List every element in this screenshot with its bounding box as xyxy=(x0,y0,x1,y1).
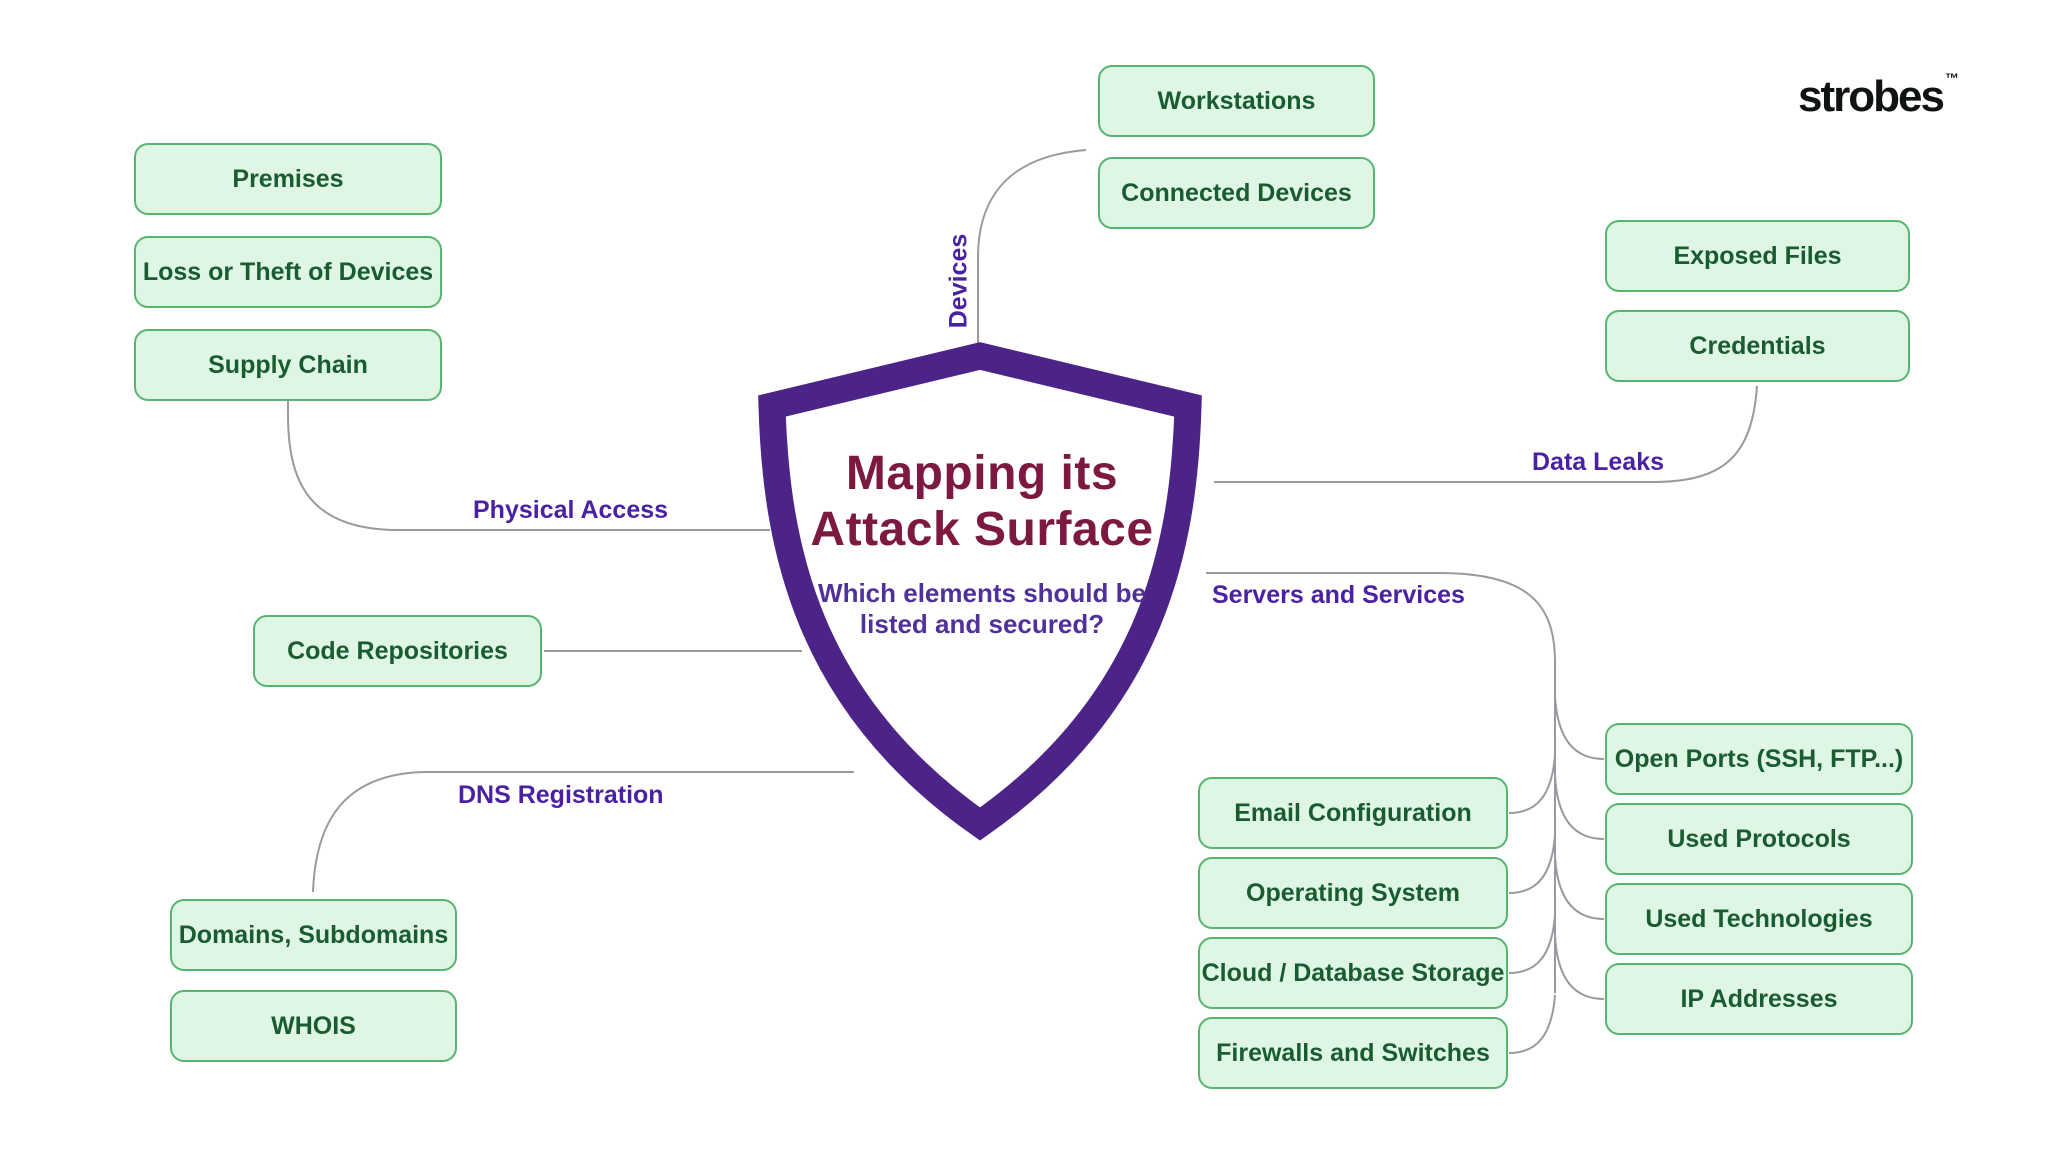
node-premises: Premises xyxy=(134,143,442,215)
node-firewalls-and-switches: Firewalls and Switches xyxy=(1198,1017,1508,1089)
connector-dns-registration xyxy=(312,771,854,893)
node-credentials: Credentials xyxy=(1605,310,1910,382)
branch-label-dns-registration: DNS Registration xyxy=(458,781,664,809)
node-used-protocols: Used Protocols xyxy=(1605,803,1913,875)
node-operating-system: Operating System xyxy=(1198,857,1508,929)
logo-text: strobes xyxy=(1798,72,1945,121)
connector-used-technologies xyxy=(1554,854,1605,920)
branch-label-servers-and-services: Servers and Services xyxy=(1212,581,1465,609)
node-domains-subdomains: Domains, Subdomains xyxy=(170,899,457,971)
node-code-repositories: Code Repositories xyxy=(253,615,542,687)
shield-title-line1: Mapping its xyxy=(845,447,1119,500)
logo-trademark: ™ xyxy=(1944,70,1959,86)
node-email-configuration: Email Configuration xyxy=(1198,777,1508,849)
connector-devices xyxy=(977,149,1087,344)
node-connected-devices: Connected Devices xyxy=(1098,157,1375,229)
branch-label-devices: Devices xyxy=(944,233,973,329)
node-open-ports: Open Ports (SSH, FTP...) xyxy=(1605,723,1913,795)
branch-label-physical-access: Physical Access xyxy=(473,496,669,524)
shield-subtitle-line2: listed and secured? xyxy=(859,609,1105,639)
node-loss-or-theft-of-devices: Loss or Theft of Devices xyxy=(134,236,442,308)
branch-label-data-leaks: Data Leaks xyxy=(1532,448,1665,476)
connector-email-configuration xyxy=(1508,754,1556,814)
connector-firewalls xyxy=(1508,994,1556,1054)
connector-operating-system xyxy=(1508,834,1556,894)
shield-subtitle-line1: Which elements should be xyxy=(818,578,1146,608)
connector-used-protocols xyxy=(1554,774,1605,840)
node-supply-chain: Supply Chain xyxy=(134,329,442,401)
node-ip-addresses: IP Addresses xyxy=(1605,963,1913,1035)
connector-cloud-database xyxy=(1508,914,1556,974)
node-used-technologies: Used Technologies xyxy=(1605,883,1913,955)
shield-subtitle: Which elements should be listed and secu… xyxy=(772,578,1192,640)
shield-title-line2: Attack Surface xyxy=(810,503,1154,556)
node-exposed-files: Exposed Files xyxy=(1605,220,1910,292)
node-cloud-database-storage: Cloud / Database Storage xyxy=(1198,937,1508,1009)
connector-data-leaks xyxy=(1214,385,1758,483)
connector-ip-addresses xyxy=(1554,934,1605,1000)
shield-title: Mapping its Attack Surface xyxy=(732,446,1232,558)
shield-icon xyxy=(758,342,1202,841)
node-workstations: Workstations xyxy=(1098,65,1375,137)
node-whois: WHOIS xyxy=(170,990,457,1062)
connector-servers-trunk xyxy=(1206,572,1556,993)
connector-open-ports xyxy=(1554,694,1605,760)
connector-physical-access xyxy=(287,399,770,531)
